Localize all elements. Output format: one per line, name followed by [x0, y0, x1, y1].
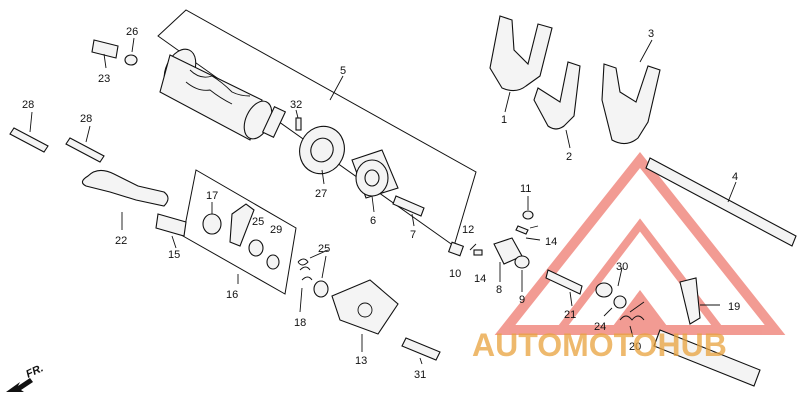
ring-24	[613, 295, 627, 309]
washer-11	[522, 210, 534, 220]
watermark-logo	[494, 151, 786, 335]
plate-22	[81, 169, 169, 207]
callout-3: 3	[648, 28, 654, 40]
switch-23	[91, 39, 119, 59]
callout-21: 21	[564, 309, 576, 321]
ring-29	[266, 254, 280, 270]
fork-shaft	[645, 157, 797, 247]
callout-19: 19	[728, 301, 740, 313]
leader-lines	[29, 37, 737, 365]
lever-arm	[229, 203, 255, 247]
collar-10	[447, 241, 465, 257]
shift-fork-2	[533, 61, 581, 130]
pin-28-left	[9, 127, 49, 153]
shift-fork-1	[489, 15, 553, 92]
callout-18: 18	[294, 317, 306, 329]
callout-27: 27	[315, 188, 327, 200]
washer-25	[248, 239, 264, 257]
callout-8: 8	[496, 284, 502, 296]
shift-fork-3	[601, 63, 661, 145]
callout-24: 24	[594, 321, 606, 333]
callout-31: 31	[414, 369, 426, 381]
bearing	[299, 125, 345, 175]
bolt-7	[392, 195, 425, 217]
callout-14-b: 14	[545, 236, 557, 248]
callout-10: 10	[449, 268, 461, 280]
callout-17: 17	[206, 190, 218, 202]
collar-9	[514, 255, 530, 269]
watermark-text: AUTOMOTOHUB	[472, 327, 727, 363]
pin-21	[545, 269, 583, 295]
callout-25-b: 25	[318, 243, 330, 255]
front-label: FR.	[24, 362, 45, 380]
callout-29: 29	[270, 224, 282, 236]
callout-16: 16	[226, 289, 238, 301]
collar-17	[202, 213, 222, 235]
drum-center	[351, 149, 399, 199]
pin-28-right	[65, 137, 105, 163]
washer-25-lower	[313, 280, 329, 298]
shift-drum	[159, 48, 287, 141]
pin-32	[295, 117, 302, 131]
spring-18	[297, 249, 329, 281]
bolt-31	[401, 337, 441, 361]
spring-20	[619, 301, 645, 321]
callout-20: 20	[629, 341, 641, 353]
callout-26: 26	[126, 26, 138, 38]
callout-23: 23	[98, 73, 110, 85]
callout-6: 6	[370, 215, 376, 227]
bolt-12	[515, 225, 529, 235]
gearshift-spindle	[653, 277, 761, 387]
spring-14	[473, 249, 483, 256]
plate-13	[331, 279, 399, 335]
callout-32: 32	[290, 99, 302, 111]
callout-22: 22	[115, 235, 127, 247]
callout-12-a: 12	[462, 224, 474, 236]
callout-13: 13	[355, 355, 367, 367]
callout-28-b: 28	[80, 113, 92, 125]
callout-2: 2	[566, 151, 572, 163]
collar-15	[155, 213, 187, 237]
drum-assembly-frame	[157, 9, 477, 247]
washer-26	[124, 54, 138, 66]
callout-11: 11	[520, 183, 531, 195]
callout-14-a: 14	[474, 273, 486, 285]
callout-4: 4	[732, 171, 738, 183]
callout-30: 30	[616, 261, 628, 273]
callout-15: 15	[168, 249, 180, 261]
callout-5: 5	[340, 65, 346, 77]
callout-7: 7	[410, 229, 416, 241]
callout-9: 9	[519, 294, 525, 306]
callout-labels: 1 2 3 4 5 6 7 8 9 10 11 12 13 14 14 15 1…	[22, 26, 740, 381]
plate-13-hole	[357, 302, 373, 318]
washer-30	[595, 282, 613, 298]
callout-1: 1	[501, 114, 507, 126]
callout-25-a: 25	[252, 216, 264, 228]
front-arrow: FR.	[6, 362, 45, 392]
callout-28-a: 28	[22, 99, 34, 111]
lever-assembly-frame	[182, 169, 297, 295]
